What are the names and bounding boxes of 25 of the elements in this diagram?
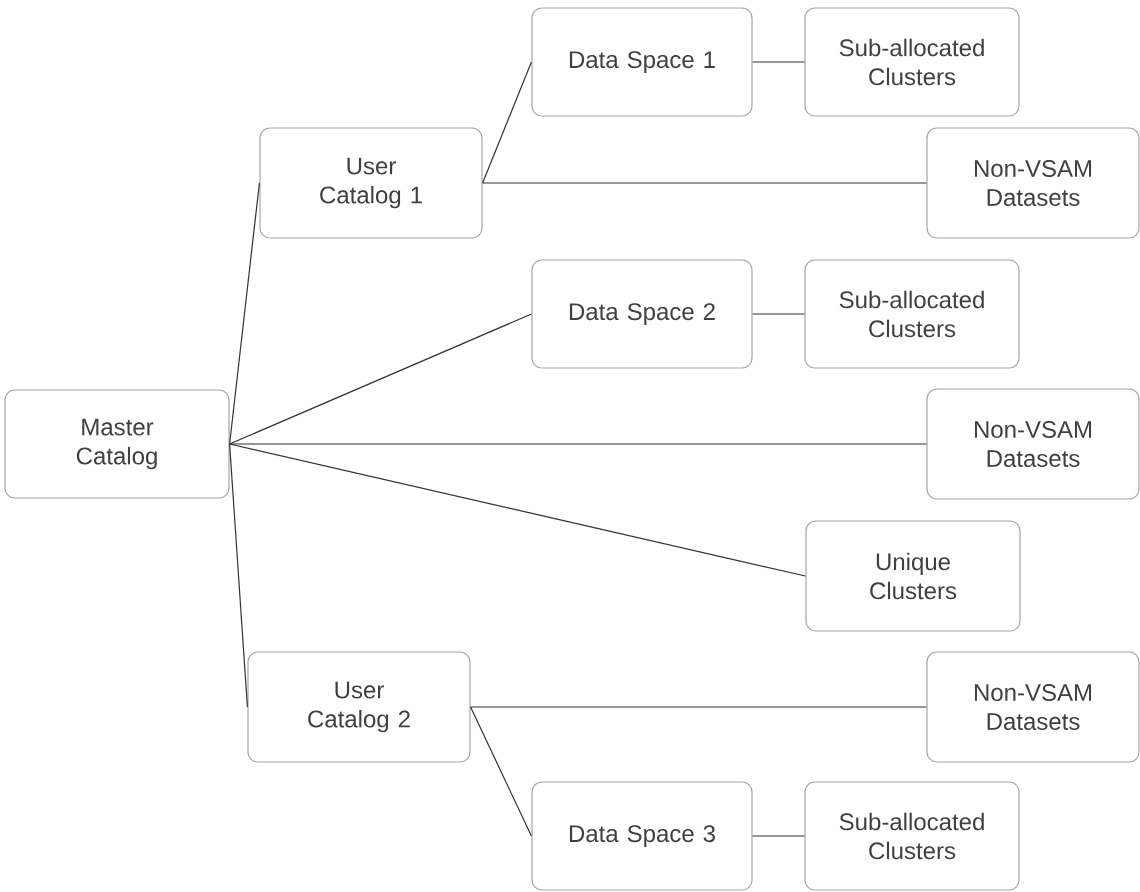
catalog-box: Non-VSAM Datasets bbox=[926, 127, 1140, 239]
connector-line bbox=[229, 182, 260, 445]
connector-line bbox=[229, 443, 806, 577]
catalog-box: Sub-allocated Clusters bbox=[804, 259, 1020, 369]
catalog-box: Data Space 2 bbox=[531, 259, 753, 369]
catalog-box: Unique Clusters bbox=[805, 520, 1021, 632]
connector-line bbox=[229, 443, 927, 445]
connector-line bbox=[482, 182, 927, 184]
connector-line bbox=[752, 313, 805, 315]
catalog-box: Master Catalog bbox=[4, 389, 230, 499]
connector-line bbox=[470, 706, 927, 708]
catalog-box: User Catalog 2 bbox=[247, 651, 471, 763]
catalog-box: Sub-allocated Clusters bbox=[804, 781, 1020, 891]
connector-line bbox=[229, 443, 248, 708]
connector-line bbox=[752, 61, 805, 63]
connector-line bbox=[470, 706, 532, 837]
connector-line bbox=[482, 61, 532, 184]
connector-line bbox=[229, 313, 532, 445]
catalog-box: Non-VSAM Datasets bbox=[926, 651, 1140, 763]
catalog-box: Non-VSAM Datasets bbox=[926, 388, 1140, 500]
catalog-box: Data Space 3 bbox=[531, 781, 753, 891]
catalog-box: User Catalog 1 bbox=[259, 127, 483, 239]
connector-line bbox=[752, 835, 805, 837]
catalog-box: Sub-allocated Clusters bbox=[804, 7, 1020, 117]
catalog-box: Data Space 1 bbox=[531, 7, 753, 117]
